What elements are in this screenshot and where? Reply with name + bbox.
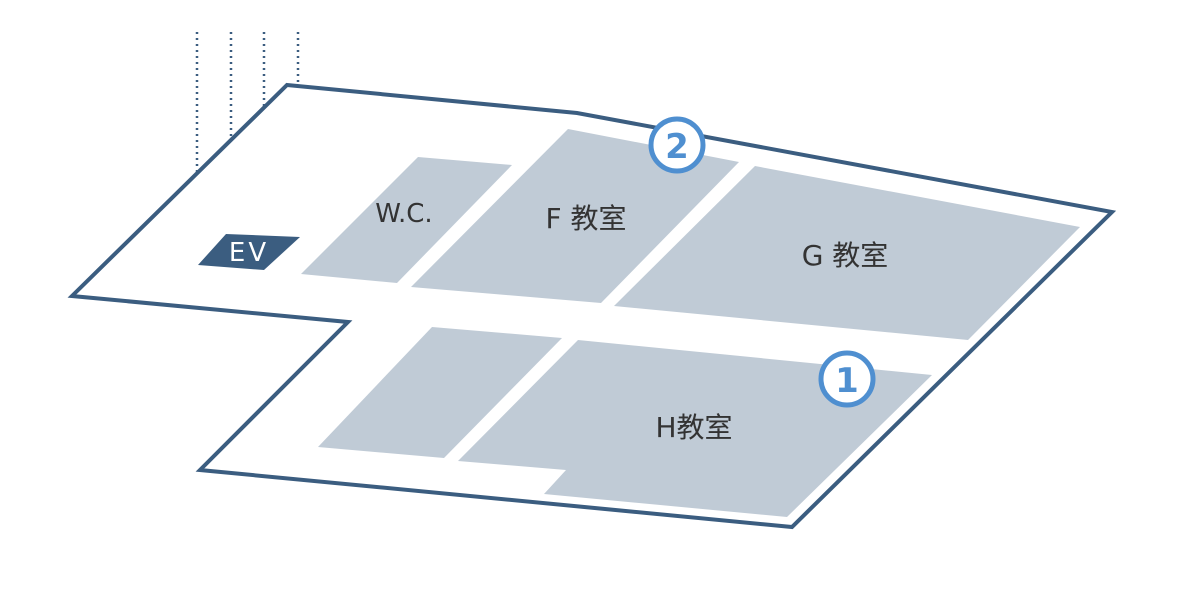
room-g[interactable]	[614, 166, 1080, 340]
room-unnamed[interactable]	[318, 327, 562, 458]
room-f[interactable]	[411, 129, 739, 303]
ev-label: EV	[229, 238, 269, 268]
marker-1[interactable]: 1	[818, 350, 876, 408]
h-room-label: H教室	[655, 411, 732, 444]
room-h[interactable]	[458, 340, 932, 517]
wc-label: W.C.	[375, 199, 432, 229]
elevator-block[interactable]	[198, 234, 300, 270]
marker-2-label: 2	[665, 127, 689, 167]
marker-1-circle	[818, 350, 876, 408]
marker-2[interactable]: 2	[648, 116, 706, 174]
marker-2-circle	[648, 116, 706, 174]
f-room-label: F 教室	[545, 202, 626, 235]
marker-1-label: 1	[835, 361, 859, 401]
g-room-label: G 教室	[802, 239, 889, 272]
room-wc[interactable]	[301, 157, 512, 283]
